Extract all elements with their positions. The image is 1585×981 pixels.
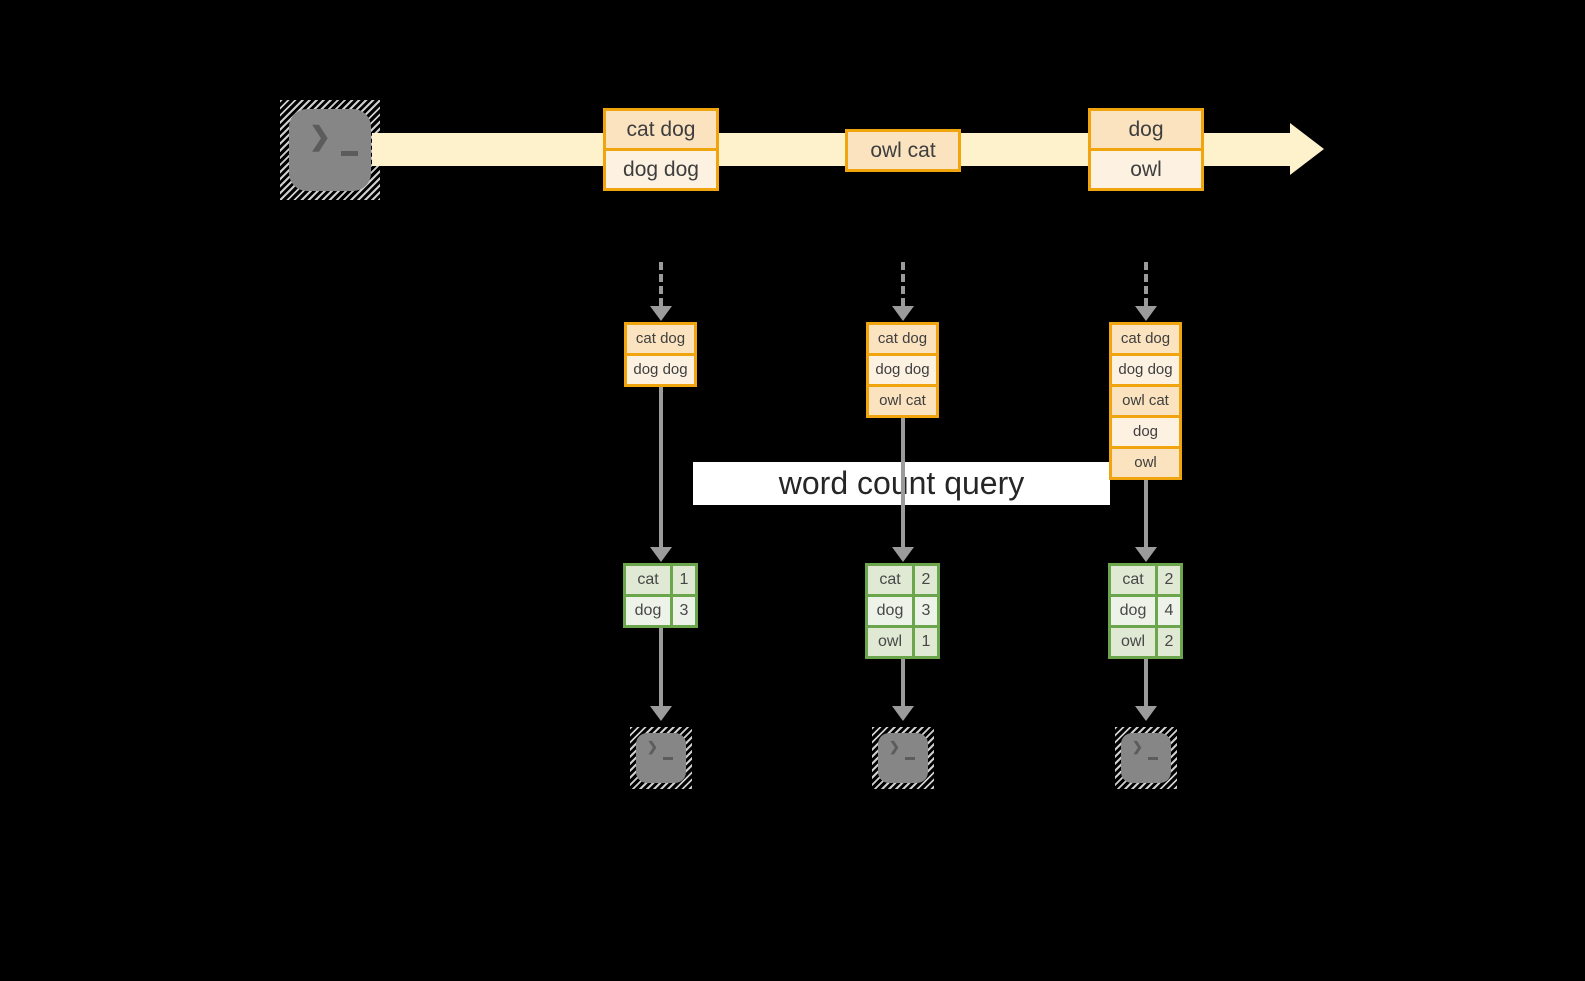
count-cell: 2 [1158, 566, 1180, 594]
stream-arrow-right-icon [1290, 123, 1324, 175]
prompt-cursor-icon [663, 757, 673, 760]
count-cell: 1 [915, 628, 937, 656]
word-cell: owl [1111, 628, 1155, 656]
down-arrow-head-icon [892, 547, 914, 562]
state-record: dog dog [1112, 353, 1179, 384]
wordcount-table: cat 2 dog 3 owl 1 [865, 563, 940, 659]
down-arrow [1144, 480, 1148, 547]
terminal-screen: ❯ [289, 109, 371, 191]
terminal-icon: ❯ [1115, 727, 1177, 789]
word-cell: dog [626, 597, 670, 625]
word-cell: cat [626, 566, 670, 594]
terminal-screen: ❯ [878, 733, 928, 783]
down-arrow-head-icon [1135, 547, 1157, 562]
prompt-chevron-icon: ❯ [647, 739, 658, 754]
word-cell: cat [868, 566, 912, 594]
down-arrow [1144, 659, 1148, 706]
state-record: dog dog [627, 353, 694, 384]
wordcount-table: cat 1 dog 3 [623, 563, 698, 628]
state-record: cat dog [627, 325, 694, 353]
prompt-chevron-icon: ❯ [1132, 739, 1143, 754]
prompt-chevron-icon: ❯ [889, 739, 900, 754]
stream-batch: dog owl [1088, 108, 1204, 191]
dashed-arrow-head-icon [1135, 306, 1157, 321]
stream-record: owl [1091, 148, 1201, 188]
state-buffer: cat dog dog dog [624, 322, 697, 387]
stream-record: dog dog [606, 148, 716, 188]
down-arrow-head-icon [650, 547, 672, 562]
dashed-arrow-head-icon [650, 306, 672, 321]
terminal-icon: ❯ [630, 727, 692, 789]
state-record: owl cat [1112, 384, 1179, 415]
terminal-screen: ❯ [1121, 733, 1171, 783]
prompt-cursor-icon [341, 151, 358, 156]
dashed-arrow [901, 262, 905, 306]
state-record: owl [1112, 446, 1179, 477]
count-cell: 4 [1158, 597, 1180, 625]
dashed-arrow [659, 262, 663, 306]
word-cell: dog [1111, 597, 1155, 625]
stream-record: dog [1091, 111, 1201, 148]
stream-record: owl cat [848, 132, 958, 169]
count-cell: 2 [1158, 628, 1180, 656]
dashed-arrow-head-icon [892, 306, 914, 321]
state-record: dog dog [869, 353, 936, 384]
down-arrow-head-icon [1135, 706, 1157, 721]
count-cell: 3 [673, 597, 695, 625]
word-cell: dog [868, 597, 912, 625]
dashed-arrow [1144, 262, 1148, 306]
terminal-screen: ❯ [636, 733, 686, 783]
terminal-icon: ❯ [872, 727, 934, 789]
state-record: cat dog [869, 325, 936, 353]
word-cell: owl [868, 628, 912, 656]
stream-batch: owl cat [845, 129, 961, 172]
terminal-icon: ❯ [280, 100, 380, 200]
prompt-cursor-icon [905, 757, 915, 760]
wordcount-table: cat 2 dog 4 owl 2 [1108, 563, 1183, 659]
down-arrow [659, 387, 663, 547]
stream-record: cat dog [606, 111, 716, 148]
down-arrow [901, 418, 905, 547]
state-buffer: cat dog dog dog owl cat dog owl [1109, 322, 1182, 480]
state-record: cat dog [1112, 325, 1179, 353]
down-arrow-head-icon [892, 706, 914, 721]
count-cell: 1 [673, 566, 695, 594]
down-arrow [659, 628, 663, 706]
word-cell: cat [1111, 566, 1155, 594]
count-cell: 2 [915, 566, 937, 594]
state-record: dog [1112, 415, 1179, 446]
count-cell: 3 [915, 597, 937, 625]
down-arrow-head-icon [650, 706, 672, 721]
down-arrow [901, 659, 905, 706]
state-buffer: cat dog dog dog owl cat [866, 322, 939, 418]
prompt-cursor-icon [1148, 757, 1158, 760]
stream-batch: cat dog dog dog [603, 108, 719, 191]
state-record: owl cat [869, 384, 936, 415]
prompt-chevron-icon: ❯ [309, 121, 331, 151]
